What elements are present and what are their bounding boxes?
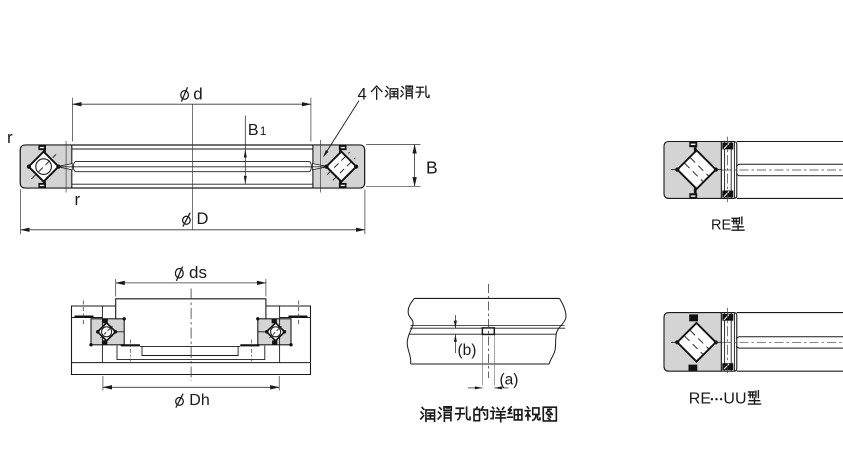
- svg-text:r: r: [75, 190, 81, 209]
- svg-text:RE: RE: [689, 391, 711, 408]
- svg-text:ds: ds: [189, 263, 207, 282]
- svg-text:UU: UU: [723, 391, 746, 408]
- svg-text:RE: RE: [711, 217, 731, 233]
- svg-text:(b): (b): [458, 342, 477, 359]
- svg-text:d: d: [193, 84, 202, 103]
- svg-text:(a): (a): [500, 372, 519, 389]
- svg-text:B: B: [426, 158, 438, 178]
- svg-text:1: 1: [260, 124, 267, 138]
- svg-text:B: B: [248, 122, 259, 139]
- svg-text:4: 4: [358, 86, 367, 104]
- svg-text:Dh: Dh: [189, 392, 209, 409]
- svg-text:D: D: [197, 210, 209, 228]
- svg-text:r: r: [7, 128, 13, 147]
